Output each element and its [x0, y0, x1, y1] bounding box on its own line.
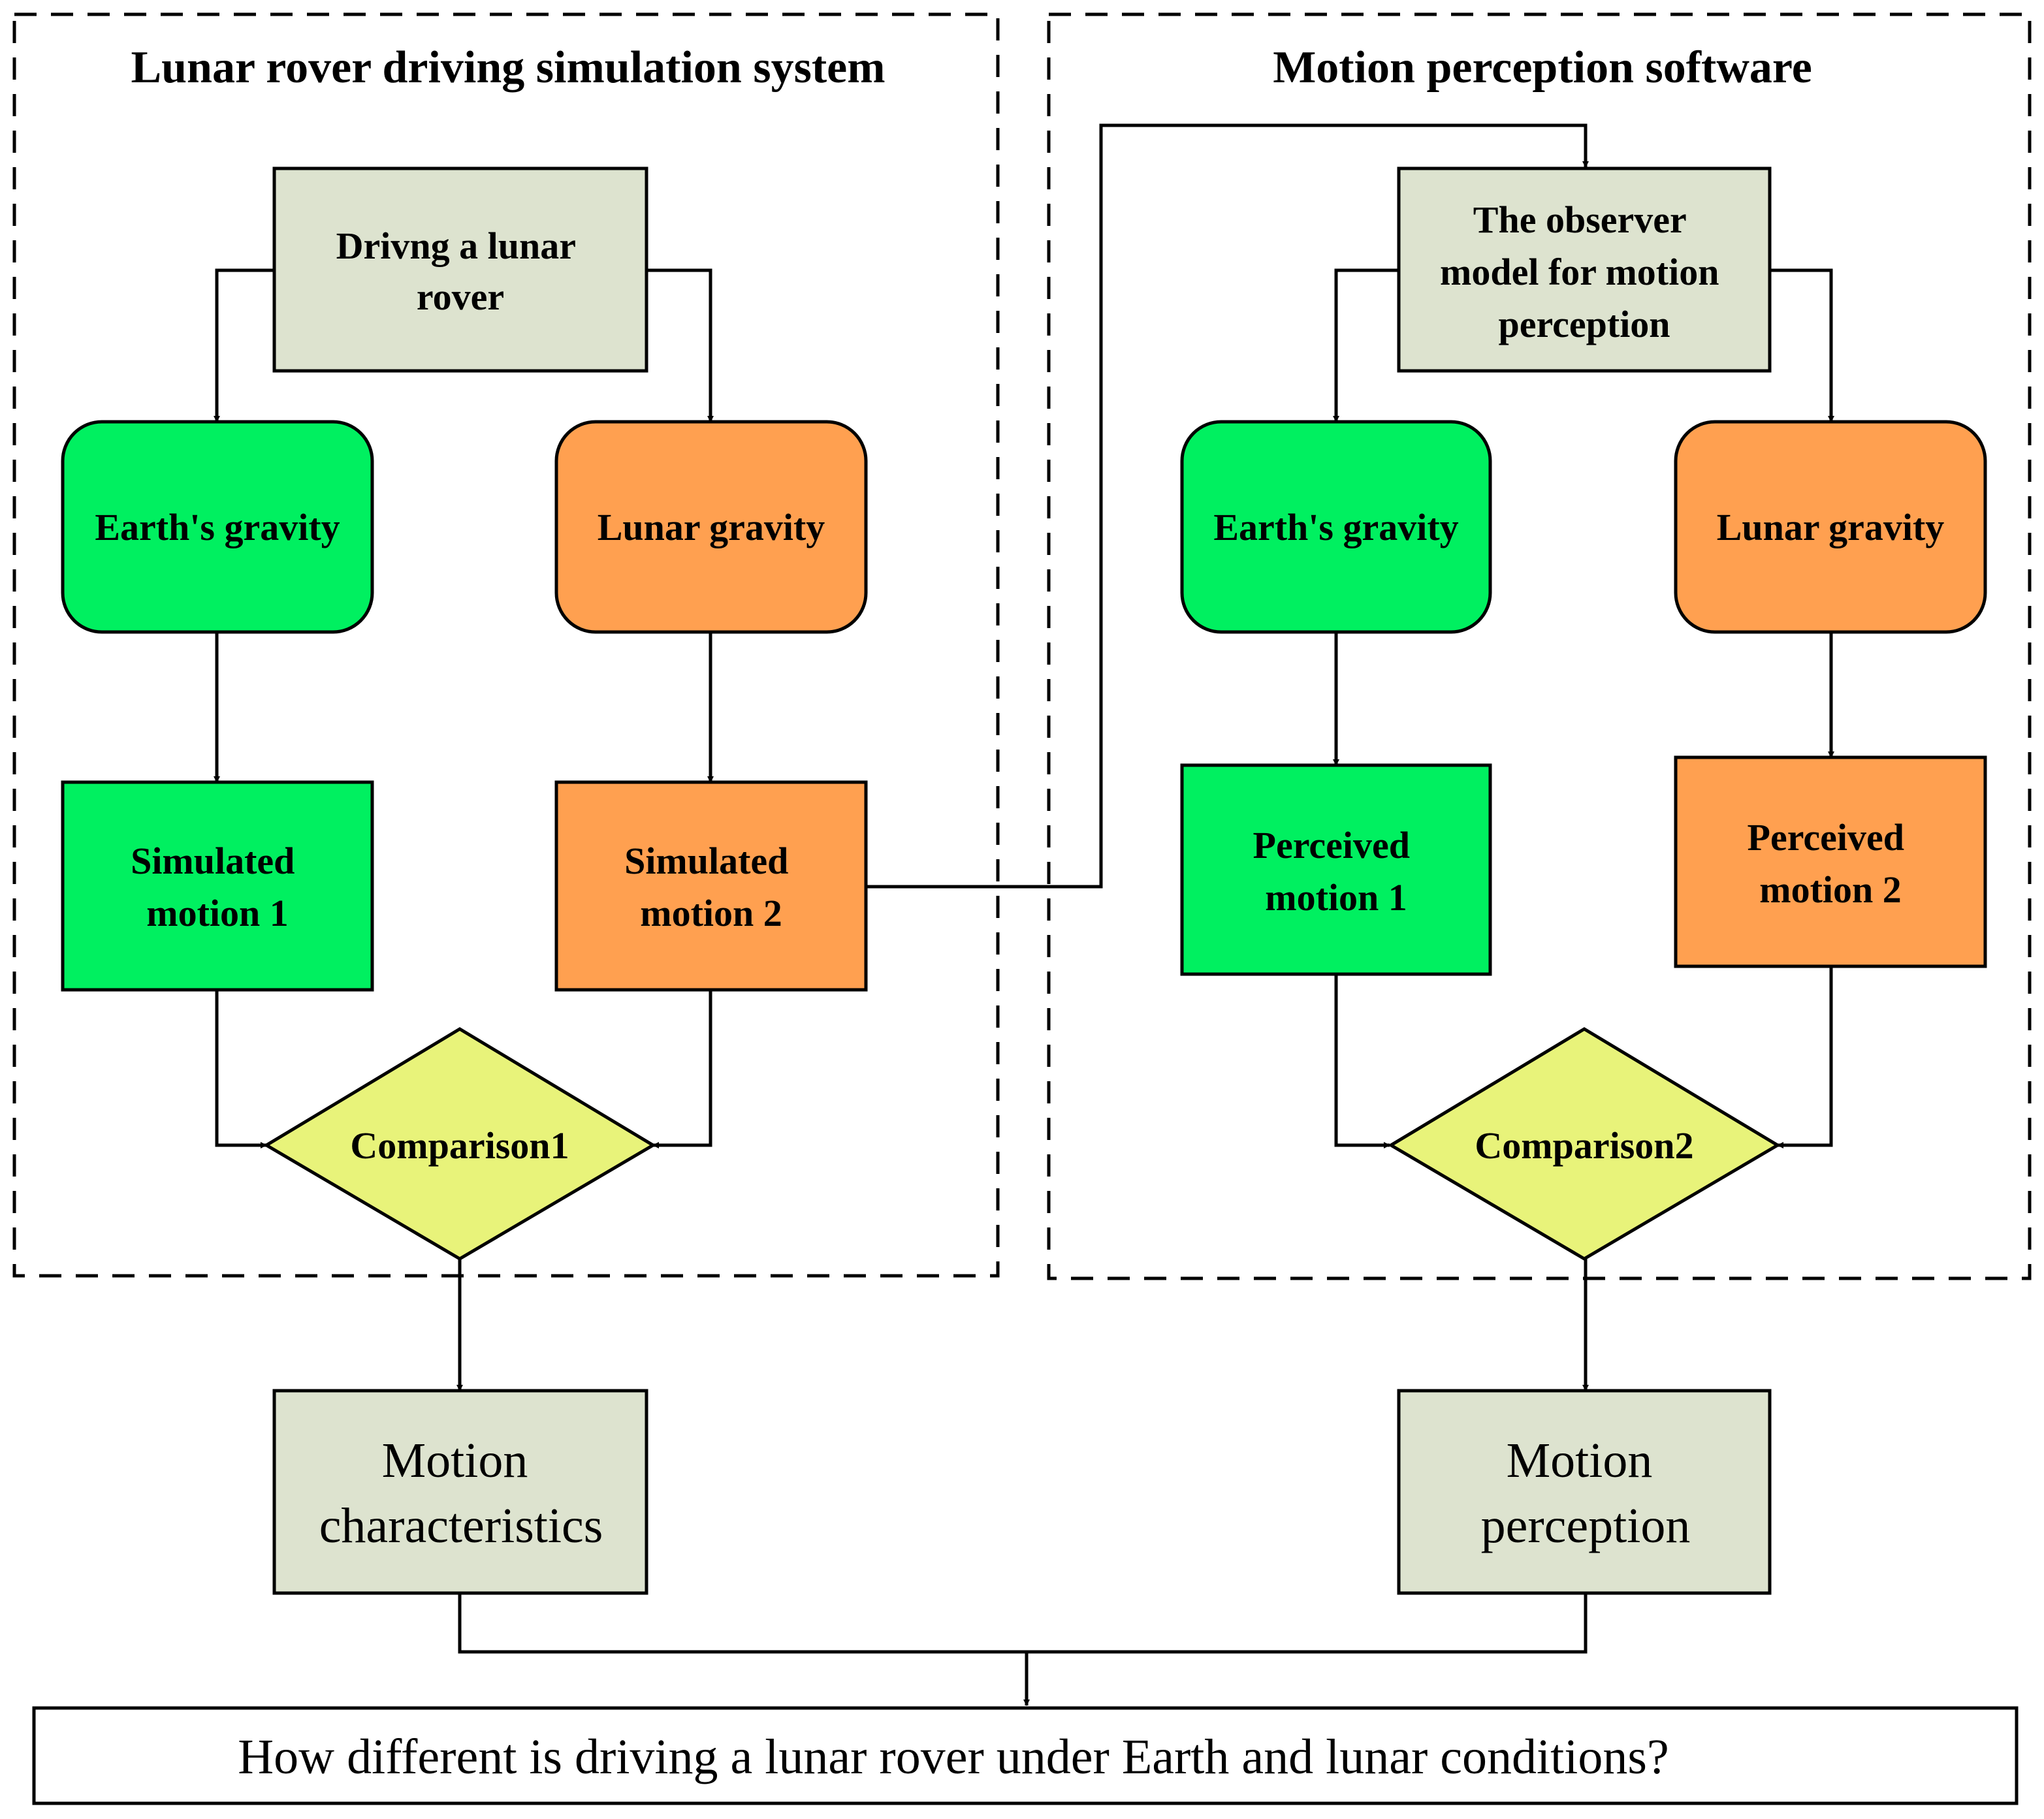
connector-observer-to-lunar	[1770, 268, 1834, 422]
node-comparison-2-label: Comparison2	[1475, 1124, 1693, 1167]
svg-text:Simulated motion 2: Simulated motion 2	[624, 840, 798, 934]
node-observer-model-line1: The observer	[1473, 198, 1686, 241]
node-right-earth-gravity: Earth's gravity	[1180, 420, 1492, 634]
right-group-border	[1047, 12, 2032, 1280]
connector-perc2-to-comp2	[1777, 966, 1833, 1148]
svg-text:Perceived motion 2: Perceived motion 2	[1748, 816, 1914, 911]
node-perceived-motion-2: Perceived motion 2	[1674, 755, 1987, 968]
node-perceived-motion-2-line2: motion 2	[1759, 868, 1902, 911]
svg-text:Motion characteristics: Motion characteristics	[319, 1433, 603, 1553]
node-simulated-motion-2: Simulated motion 2	[554, 780, 868, 992]
node-left-earth-gravity: Earth's gravity	[61, 420, 374, 634]
node-simulated-motion-1: Simulated motion 1	[61, 780, 374, 992]
node-motion-characteristics: Motion characteristics	[272, 1389, 648, 1595]
node-left-lunar-gravity-label: Lunar gravity	[598, 506, 825, 548]
svg-text:Motion perception: Motion perception	[1481, 1433, 1691, 1553]
left-group-border	[12, 12, 1000, 1278]
node-driving-rover-line2: rover	[417, 276, 504, 318]
node-motion-characteristics-line1: Motion	[382, 1433, 528, 1488]
node-comparison-1-label: Comparison1	[350, 1124, 569, 1167]
node-right-lunar-gravity-label: Lunar gravity	[1717, 506, 1945, 548]
node-right-earth-gravity-label: Earth's gravity	[1213, 506, 1458, 548]
connector-perc1-to-comp2	[1334, 974, 1390, 1148]
node-observer-model: The observer model for motion perception	[1397, 166, 1772, 373]
node-driving-rover-line1: Drivng a lunar	[336, 225, 576, 267]
node-perceived-motion-1-line1: Perceived	[1253, 824, 1410, 866]
node-driving-rover: Drivng a lunar rover	[272, 166, 648, 373]
node-perceived-motion-2-line1: Perceived	[1748, 816, 1904, 859]
right-group-title: Motion perception software	[1273, 42, 1812, 93]
connector-drive-to-lunar	[647, 268, 714, 422]
node-left-lunar-gravity: Lunar gravity	[554, 420, 868, 634]
node-comparison-1: Comparison1	[263, 1027, 656, 1261]
node-simulated-motion-1-line2: motion 1	[146, 892, 289, 934]
svg-text:Drivng a lunar rover: Drivng a lunar rover	[336, 225, 585, 318]
node-motion-perception: Motion perception	[1397, 1389, 1772, 1595]
connector-lines	[214, 123, 1834, 1706]
node-perceived-motion-1: Perceived motion 1	[1180, 763, 1492, 976]
node-motion-perception-line2: perception	[1481, 1498, 1691, 1553]
node-comparison-2: Comparison2	[1388, 1027, 1781, 1261]
connector-characteristics-merge	[458, 1593, 1588, 1654]
node-observer-model-line3: perception	[1498, 303, 1670, 345]
node-simulated-motion-1-line1: Simulated	[131, 840, 295, 882]
connector-drive-to-earth	[214, 268, 274, 422]
node-left-earth-gravity-label: Earth's gravity	[95, 506, 340, 548]
svg-text:The observer model for m: The observer model for motion perception	[1440, 198, 1729, 345]
svg-text:Simulated motion 1: Simulated motion 1	[131, 840, 304, 934]
node-question-label: How different is driving a lunar rover u…	[238, 1730, 1669, 1784]
node-perceived-motion-1-line2: motion 1	[1265, 876, 1407, 919]
node-right-lunar-gravity: Lunar gravity	[1674, 420, 1987, 634]
connector-sim2-to-comp1	[652, 990, 712, 1148]
node-question: How different is driving a lunar rover u…	[32, 1706, 2019, 1805]
connector-sim2-to-observer	[866, 123, 1589, 889]
node-simulated-motion-2-line1: Simulated	[624, 840, 788, 882]
svg-text:Perceived motion 1: Perceived motion 1	[1253, 824, 1420, 919]
left-group-title: Lunar rover driving simulation system	[131, 42, 885, 93]
node-simulated-motion-2-line2: motion 2	[640, 892, 782, 934]
node-motion-characteristics-line2: characteristics	[319, 1498, 603, 1553]
node-motion-perception-line1: Motion	[1507, 1433, 1653, 1488]
connector-observer-to-earth	[1333, 268, 1399, 422]
connector-sim1-to-comp1	[215, 990, 267, 1148]
node-observer-model-line2: model for motion	[1440, 251, 1719, 293]
